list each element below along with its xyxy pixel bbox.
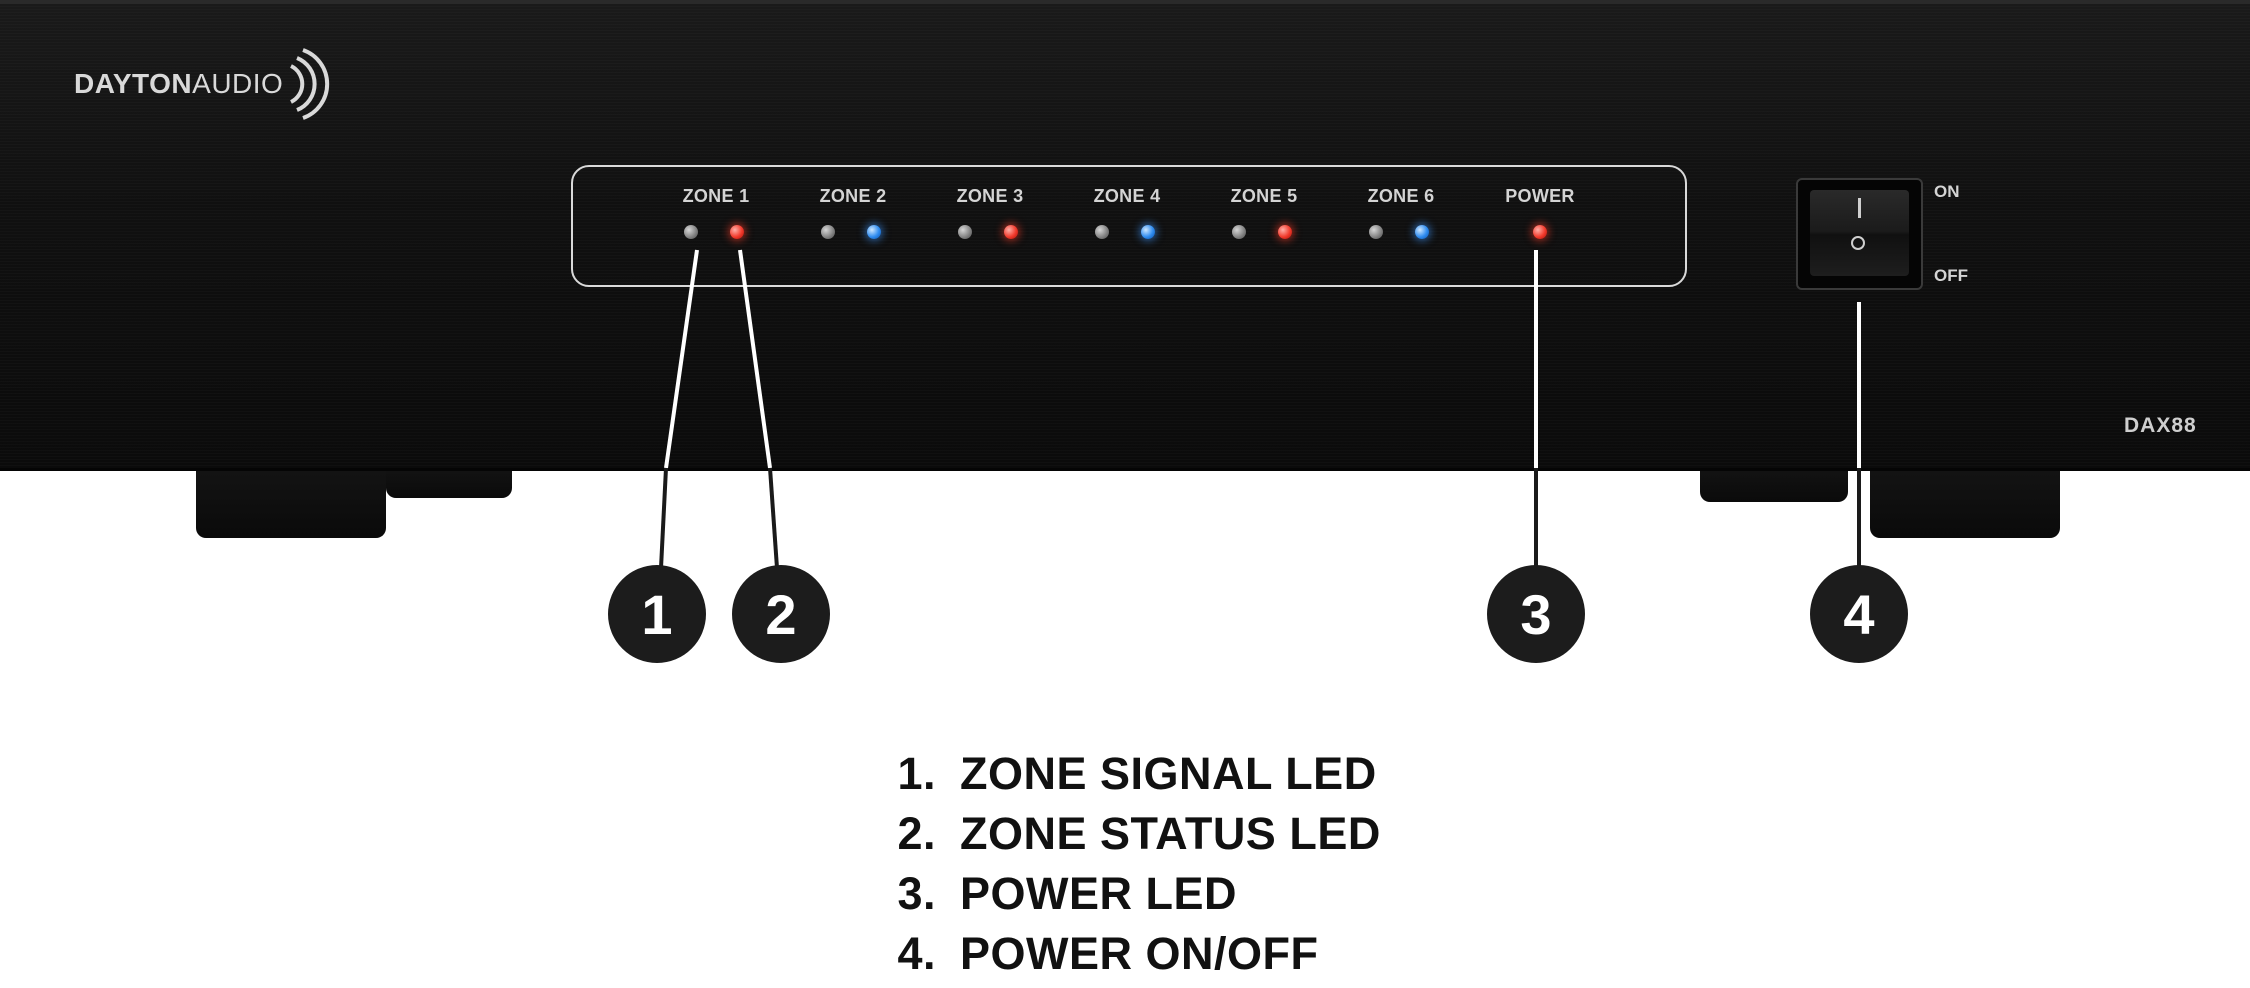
right-foot-rear [1700,466,1848,502]
zone-3-signal-led [958,225,972,239]
zone-6-status-led [1415,225,1429,239]
legend-text: ZONE STATUS LED [960,808,1381,859]
zone-2-signal-led [821,225,835,239]
left-foot-rear [386,466,512,498]
switch-on-label: ON [1934,182,1960,201]
zone-5-signal-led [1232,225,1246,239]
legend-item: 4. POWER ON/OFF [864,924,1381,984]
leader-line-2 [738,249,772,469]
legend-item: 1. ZONE SIGNAL LED [864,744,1381,804]
legend-text: POWER LED [960,868,1238,919]
zone-6-label: ZONE 6 [1367,186,1435,206]
zone-6-signal-led [1369,225,1383,239]
legend-item: 2. ZONE STATUS LED [864,804,1381,864]
legend-number: 3. [897,868,936,919]
zone-5-status-led [1278,225,1292,239]
zone-4-signal-led [1095,225,1109,239]
leader-line-1 [664,249,699,469]
on-mark-icon [1858,198,1861,218]
zone-5-label: ZONE 5 [1230,186,1298,206]
led-panel [571,165,1687,287]
switch-off-label: OFF [1934,266,1968,285]
sound-wave-icon [290,48,330,120]
zone-1-label: ZONE 1 [682,186,750,206]
brand-logo: DAYTONAUDIO [74,44,333,124]
zone-4-status-led [1141,225,1155,239]
legend-number: 4. [897,928,936,979]
legend-item: 3. POWER LED [864,864,1381,924]
right-foot-front [1870,466,2060,538]
legend-number: 1. [897,748,936,799]
legend-text: ZONE SIGNAL LED [960,748,1377,799]
brand-logo-text: DAYTONAUDIO [74,68,284,99]
legend: 1. ZONE SIGNAL LED 2. ZONE STATUS LED 3.… [864,744,1381,984]
callout-4: 4 [1810,565,1908,663]
legend-number: 2. [897,808,936,859]
leader-line-2-lower [768,467,779,569]
zone-1-status-led [730,225,744,239]
left-foot-front [196,466,386,538]
power-label: POWER [1505,186,1575,206]
power-led [1533,225,1547,239]
model-label: DAX88 [2124,414,2197,437]
zone-2-status-led [867,225,881,239]
callout-3: 3 [1487,565,1585,663]
legend-text: POWER ON/OFF [960,928,1319,979]
chassis-top-edge [0,0,2250,4]
leader-line-1-lower [659,467,668,569]
off-mark-icon [1851,236,1865,250]
zone-3-status-led [1004,225,1018,239]
zone-3-label: ZONE 3 [956,186,1024,206]
zone-2-label: ZONE 2 [819,186,887,206]
zone-4-label: ZONE 4 [1093,186,1161,206]
callout-1: 1 [608,565,706,663]
zone-1-signal-led [684,225,698,239]
callout-2: 2 [732,565,830,663]
